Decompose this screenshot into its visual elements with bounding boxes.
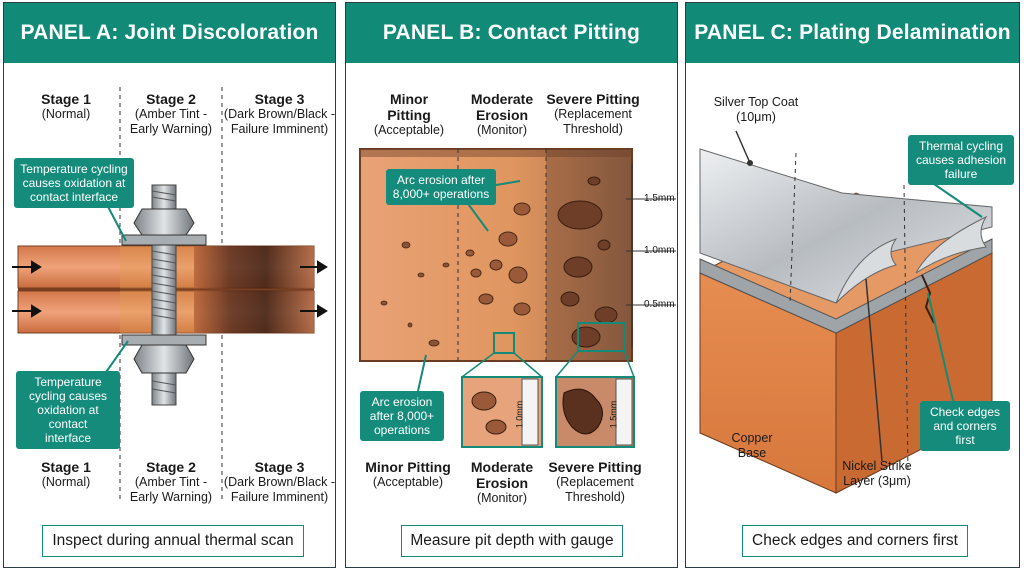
severe-zoom-source [577,322,625,352]
minor-pits [380,241,450,347]
panel-a: PANEL A: Joint Discoloration [3,2,336,568]
moderate-zoom-source [493,332,515,354]
stage1-bottom-label: Stage 1(Normal) [41,459,91,489]
gauge-label-1-0: 1.0mm [514,400,525,429]
force-arrows [12,260,328,318]
panel-a-title: PANEL A: Joint Discoloration [4,3,335,63]
nickel-layer [699,238,993,334]
minor-pitting-bottom-label: Minor Pitting(Acceptable) [365,459,451,489]
panel-b-title: PANEL B: Contact Pitting [346,3,677,63]
silver-top-coat-label: Silver Top Coat(10μm) [713,95,799,124]
panel-b-illustration [359,148,676,448]
scale-mark-1-0: 1.0mm [644,245,675,256]
panel-c-illustration [698,130,994,494]
severe-zoom-panel [555,376,635,448]
severe-pits [557,176,618,348]
scale-mark-1-5: 1.5mm [644,193,675,204]
panel-c-title: PANEL C: Plating Delamination [686,3,1019,63]
stage3-top-label: Stage 3(Dark Brown/Black -Failure Immine… [223,91,336,136]
stage2-top-label: Stage 2(Amber Tint -Early Warning) [129,91,213,136]
panel-a-illustration [12,87,328,503]
bolt [121,184,207,406]
stage1-top-label: Stage 1(Normal) [41,91,91,121]
depth-scale [626,163,676,348]
panel-b-footer: Measure pit depth with gauge [401,525,623,557]
panel-b: PANEL B: Contact Pitting [345,2,678,568]
stage2-bottom-label: Stage 2(Amber Tint -Early Warning) [129,459,213,504]
silver-coat [699,148,993,304]
scale-mark-0-5: 0.5mm [644,299,675,310]
moderate-pits [465,202,531,316]
panel-c-footer: Check edges and corners first [742,525,968,557]
panel-c: PANEL C: Plating Delamination [685,2,1020,568]
panel-a-footer: Inspect during annual thermal scan [42,525,304,557]
gauge-label-1-5: 1.5mm [608,400,619,429]
stage3-bottom-label: Stage 3(Dark Brown/Black -Failure Immine… [223,459,336,504]
moderate-zoom-panel [461,376,543,448]
